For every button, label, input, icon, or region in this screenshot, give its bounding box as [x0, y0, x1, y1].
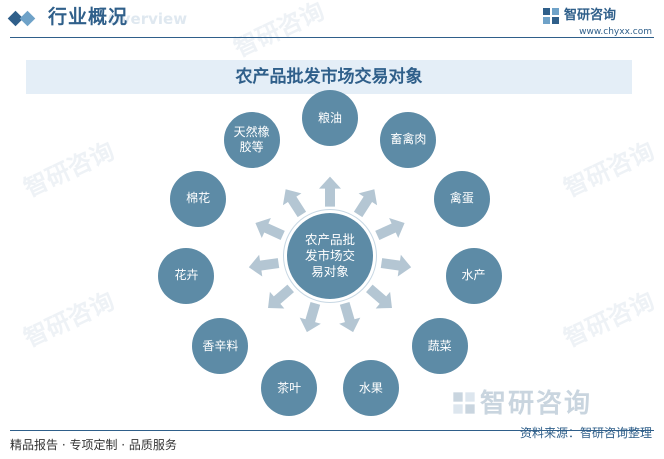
category-node: 水产 [445, 247, 502, 304]
diagram-title: 农产品批发市场交易对象 [235, 67, 423, 87]
arrow [248, 254, 280, 277]
brand-logo-icon [543, 8, 559, 24]
category-node: 茶叶 [261, 360, 318, 417]
section-header: Overview 行业概况 智研咨询 www.chyxx.com [0, 0, 664, 40]
footer-divider [10, 430, 654, 431]
category-node: 棉花 [170, 170, 227, 227]
arrow [255, 217, 285, 241]
category-node: 天然橡胶等 [223, 111, 280, 168]
category-node: 禽蛋 [433, 170, 490, 227]
brand-url: www.chyxx.com [579, 27, 652, 37]
center-node: 农产品批发市场交易对象 [287, 213, 373, 299]
category-node: 粮油 [302, 90, 358, 146]
category-node: 水果 [342, 360, 399, 417]
arrow [375, 217, 405, 241]
arrow [299, 301, 321, 333]
arrow [319, 176, 341, 207]
source-note: 资料来源：智研咨询整理 [519, 426, 652, 440]
brand: 智研咨询 www.chyxx.com [542, 6, 652, 38]
category-node: 蔬菜 [411, 318, 468, 375]
watermark-logo-icon [453, 392, 475, 414]
arrow [380, 254, 412, 277]
arrow [282, 189, 307, 218]
category-node: 香辛料 [192, 318, 249, 375]
arrow [353, 189, 378, 218]
category-node: 畜禽肉 [380, 111, 437, 168]
arrow [268, 284, 294, 309]
arrow [339, 301, 361, 333]
footer-tagline: 精品报告 · 专项定制 · 品质服务 [10, 438, 177, 452]
watermark-brand: 智研咨询 [480, 389, 593, 419]
arrow [366, 284, 392, 309]
header-divider [10, 37, 654, 38]
category-node: 花卉 [158, 247, 215, 304]
brand-name: 智研咨询 [564, 8, 617, 23]
section-title: 行业概况 [48, 6, 129, 28]
section-subtitle: Overview [108, 10, 188, 28]
title-banner: 农产品批发市场交易对象 [26, 60, 632, 94]
